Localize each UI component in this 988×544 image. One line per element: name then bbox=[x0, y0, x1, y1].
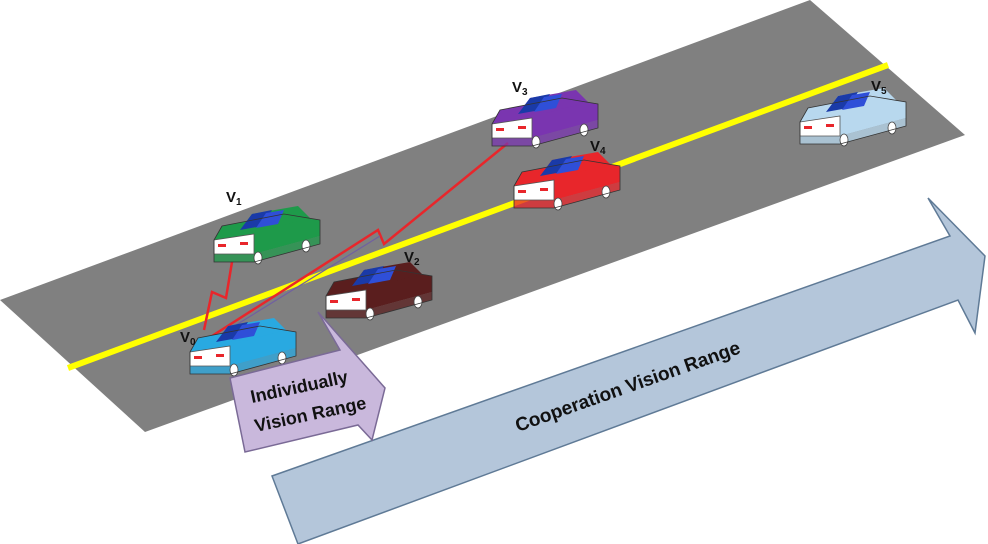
link-v0-v3 bbox=[211, 142, 509, 338]
link-v0-v3-shade bbox=[214, 235, 381, 339]
label-v1: V1 bbox=[226, 189, 242, 208]
label-v0: V0 bbox=[180, 329, 196, 348]
label-v3: V3 bbox=[512, 79, 528, 98]
individual-range-arrow bbox=[229, 311, 386, 453]
center-line bbox=[66, 62, 890, 371]
label-v4: V4 bbox=[590, 138, 606, 157]
label-v5: V5 bbox=[871, 78, 887, 97]
link-v0-v1 bbox=[202, 261, 234, 331]
cooperation-range-arrow bbox=[271, 197, 986, 544]
label-v2: V2 bbox=[404, 249, 420, 268]
